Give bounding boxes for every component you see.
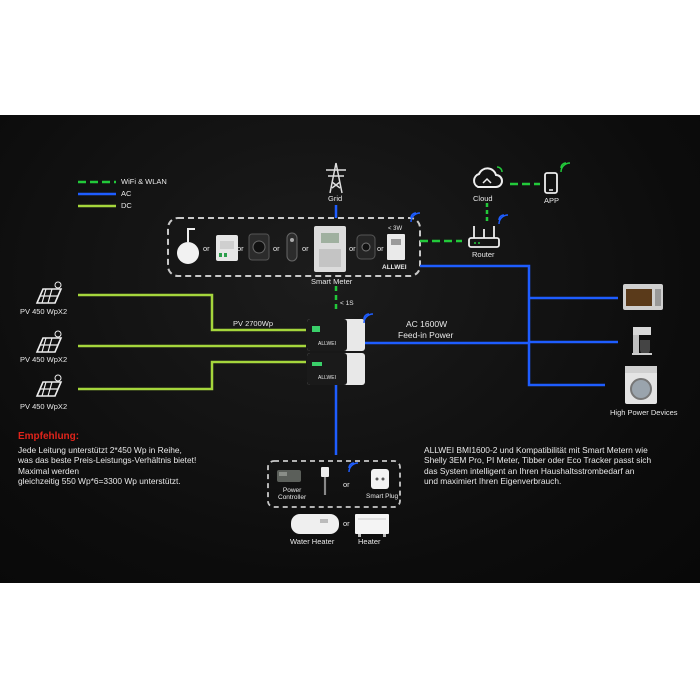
coffee-machine-icon (630, 326, 654, 361)
wifi-icon (560, 161, 572, 179)
dc-line-1 (78, 293, 306, 332)
solar-panel-icon (34, 330, 64, 359)
plug-icon (247, 232, 271, 267)
app-label: APP (544, 196, 560, 205)
legend-dc-label: DC (121, 201, 132, 210)
or-label: or (302, 244, 309, 253)
wifi-icon (498, 213, 510, 231)
meter-icon (285, 232, 299, 267)
inverter-brand-top: ALLWEI (318, 341, 336, 347)
inverter-icon (306, 318, 366, 391)
pv-2-label: PV 450 WpX2 (20, 355, 68, 364)
oven-icon (622, 283, 664, 316)
ac-feed-line2: Feed-in Power (398, 330, 454, 340)
tower-icon (324, 162, 348, 199)
heater-icon (354, 513, 390, 542)
plug-icon (315, 465, 335, 504)
latency-label: < 1S (340, 300, 354, 307)
or-label: or (343, 480, 350, 489)
recommendation-text: Jede Leitung unterstützt 2*450 Wp in Rei… (18, 445, 197, 486)
diagram-canvas: WiFi & WLAN AC DC Grid Cloud APP Router … (0, 115, 700, 583)
power-controller-label: Power Controller (278, 487, 307, 502)
connection-lines (78, 180, 618, 508)
wifi-icon (410, 211, 422, 229)
washing-machine-icon (624, 365, 658, 410)
meter-icon (313, 225, 347, 278)
ac-feed-line1: AC 1600W (406, 319, 448, 329)
pv-3-label: PV 450 WpX2 (20, 402, 68, 411)
load-control-box (267, 460, 401, 508)
legend-ac-label: AC (121, 189, 132, 198)
or-label: or (237, 244, 244, 253)
pv-total-label: PV 2700Wp (233, 319, 274, 328)
smart-meter-label: Smart Meter (311, 277, 353, 286)
ac-main-line (420, 264, 605, 387)
router-icon (466, 223, 502, 254)
grid-label: Grid (328, 194, 343, 203)
phone-icon (543, 171, 559, 200)
legend-wifi-label: WiFi & WLAN (121, 177, 167, 186)
pv-1-label: PV 450 WpX2 (20, 307, 68, 316)
or-label: or (349, 244, 356, 253)
router-label: Router (472, 250, 495, 259)
legend (78, 180, 116, 208)
cloud-label: Cloud (473, 194, 493, 203)
cloud-icon (470, 165, 504, 196)
allwei-label: ALLWEI (382, 264, 407, 271)
meter-icon (386, 233, 406, 266)
recommendation-title: Empfehlung: (18, 431, 80, 442)
smart-meter-group-box (167, 217, 421, 277)
high-power-devices-label: High Power Devices (610, 408, 678, 417)
heater-label: Heater (358, 537, 381, 546)
smart-plug-label: Smart Plug (366, 493, 399, 500)
plug-icon (369, 467, 391, 496)
solar-panel-icon (34, 374, 64, 403)
solar-panel-icon (34, 281, 64, 310)
meter-icon (355, 233, 377, 266)
meter-icon (214, 231, 240, 270)
wifi-icon (348, 461, 360, 479)
dc-line-3 (78, 360, 306, 391)
or-label: or (273, 244, 280, 253)
power-3w-label: < 3W (388, 226, 403, 232)
or-label: or (377, 244, 384, 253)
water-heater-icon (290, 513, 340, 540)
or-label: or (343, 519, 350, 528)
or-label: or (203, 244, 210, 253)
water-heater-label: Water Heater (290, 537, 335, 546)
meter-icon (175, 225, 201, 274)
power-controller-icon (276, 467, 302, 490)
description-text: ALLWEI BMI1600-2 und Kompatibilität mit … (424, 445, 652, 486)
wifi-icon (363, 312, 375, 330)
inverter-brand-bottom: ALLWEI (318, 375, 336, 381)
